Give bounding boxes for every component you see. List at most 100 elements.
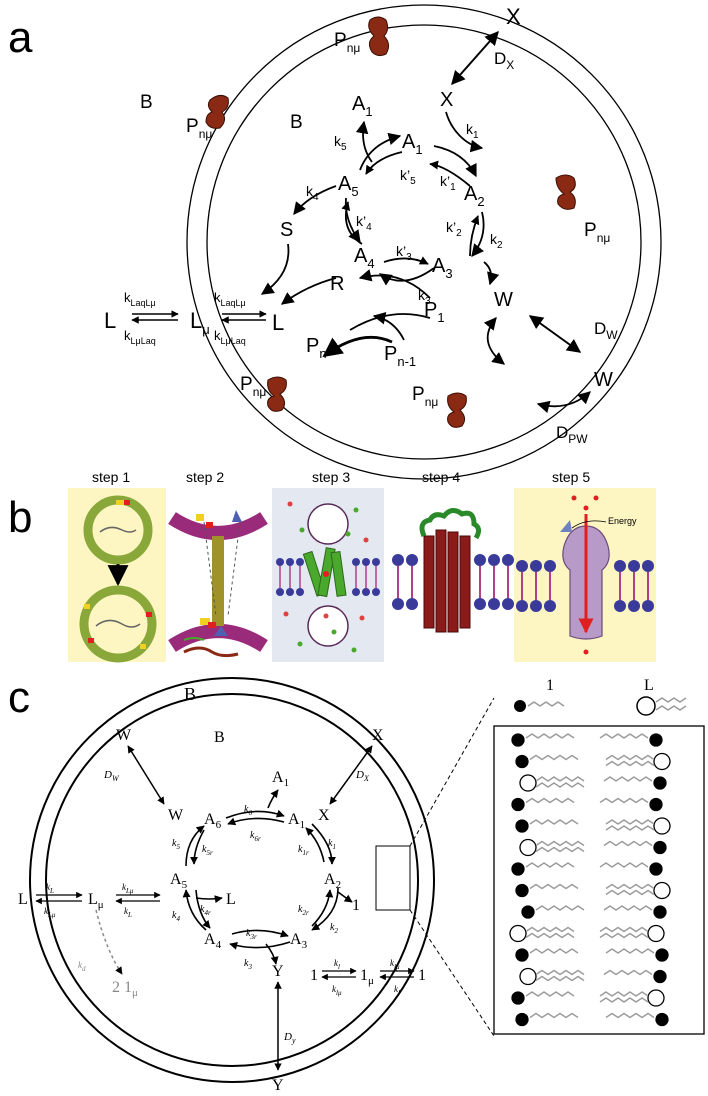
label-klmu-outer-c: klμ (390, 958, 400, 971)
label-k3-c: k3 (244, 958, 252, 971)
lipid-tail (605, 1012, 655, 1019)
label-A5: A5 (338, 173, 359, 199)
label-k-LaqLmu-outer: kLaqLμ (124, 290, 156, 308)
step-1-label: step 1 (92, 469, 130, 485)
lipid-tail (535, 776, 585, 782)
lipid-head (511, 733, 525, 747)
label-P1: P1 (424, 299, 445, 325)
panel-b: b step 1 step 2 step 3 step 4 step 5 (8, 469, 656, 663)
label-Pn-1: Pn-1 (384, 343, 416, 369)
label-L-inside: L (272, 310, 284, 335)
arrow-A6-to-A5-c (190, 829, 205, 865)
label-D-W-c: DW (103, 769, 120, 783)
arrow-A1-to-A5 (365, 151, 403, 175)
label-k2-c: k2 (330, 922, 338, 935)
panel-b-label: b (8, 493, 32, 542)
zoom-region-box (375, 845, 411, 911)
label-k2: k2 (490, 231, 503, 251)
legend-label-one: 1 (546, 677, 554, 694)
lipid-tail (535, 846, 585, 853)
lipid-tail (599, 932, 649, 939)
arrow-P1-to-R (358, 269, 431, 299)
arrow-X-diffusion-c (329, 745, 373, 805)
label-one-inner-c: 1 (310, 967, 318, 984)
label-P-left: Pnμ (186, 116, 212, 141)
zoomed-bilayer-box (493, 725, 705, 1035)
lipid-head (649, 797, 663, 812)
lipid-tail (525, 926, 575, 933)
label-k-LmuLaq-inner: kLμLaq (214, 328, 246, 346)
label-X-outside-c: X (372, 727, 384, 744)
label-k5-c: k5 (172, 838, 180, 851)
label-B-outside: B (140, 92, 153, 113)
label-A1-c: A1 (288, 811, 305, 831)
label-L-outside: L (104, 308, 116, 333)
lipid-head (519, 774, 537, 792)
label-k4r: k4r (200, 904, 211, 917)
lipid-tail (535, 969, 585, 976)
lipid-head (515, 754, 529, 769)
arrow-A2-to-A3 (471, 211, 485, 257)
arrow-A2-to-A3-c (311, 887, 339, 931)
arrow-A3-to-A4 (378, 267, 435, 286)
label-L-mu: Lμ (190, 308, 210, 337)
label-klmu-c: klμ (332, 984, 342, 997)
label-one-outside-c: 1 (418, 967, 426, 984)
step-4-illustration (392, 508, 514, 633)
lipid-tail (605, 889, 655, 896)
outer-membrane-circle-c (29, 677, 435, 1083)
label-k-LmuLaq-outer: kLμLaq (124, 328, 156, 346)
arrow-A4-to-A3-c (231, 929, 289, 938)
label-W-outside: W (594, 369, 613, 391)
lipid-head (653, 905, 667, 919)
label-k-LaqLmu-inner: kLaqLμ (214, 290, 246, 308)
label-k3-prime: k’3 (396, 243, 412, 263)
arrow-A3-to-A2 (469, 215, 480, 257)
label-P-top: Pnμ (334, 30, 360, 55)
arrow-A2-to-one-c (337, 891, 353, 903)
label-P-bottom-right: Pnμ (412, 384, 438, 409)
equilibrium-arrows-L-outer (131, 310, 179, 324)
inner-membrane-circle-c (45, 693, 419, 1067)
label-A2-c: A2 (324, 871, 341, 891)
label-kd-c: kd (78, 960, 86, 973)
arrow-X-to-A1 (445, 111, 484, 153)
label-D-X-c: DX (355, 769, 370, 783)
label-W-inside: W (494, 289, 513, 311)
lipid-tail (529, 1012, 579, 1019)
lipid-head (649, 862, 663, 876)
label-X-inside-c: X (318, 807, 330, 824)
label-D-X: DX (494, 49, 514, 72)
lipid-head (649, 733, 663, 747)
lipid-tail (529, 883, 579, 890)
label-D-y-c: Dy (283, 1031, 296, 1045)
lipid-head (515, 1012, 529, 1027)
panel-c-label: c (8, 673, 30, 722)
peptide-pore-right (555, 174, 576, 210)
label-k1-prime: k’1 (440, 173, 456, 193)
lipid-head (653, 752, 671, 771)
label-A1-product: A1 (352, 93, 373, 119)
arrow-S-to-L (260, 243, 290, 295)
arrow-A1-to-A2-c (311, 823, 336, 865)
zoom-line-top (409, 697, 495, 847)
label-kL-c: kL (46, 882, 54, 895)
label-A2: A2 (464, 183, 485, 209)
lipid-tail (529, 754, 579, 761)
zoom-line-bottom (409, 909, 495, 1037)
arrow-A4-to-A3 (383, 256, 429, 265)
label-kL-inner-c: kL (124, 906, 132, 919)
label-k4: k4 (306, 183, 319, 203)
arrow-to-Y-c (265, 943, 279, 965)
arrow-W-diffusion-c (127, 745, 165, 805)
arrow-A5-to-S (293, 185, 337, 215)
lipid-tail (603, 840, 653, 847)
label-A6-c: A6 (204, 811, 222, 831)
label-S: S (280, 219, 293, 241)
lipid-head (511, 797, 525, 812)
label-W-outside-c: W (116, 727, 132, 744)
rate-constants-L-c: kL kLμ kLμ kL kd (44, 882, 134, 973)
label-Y-outside-c: Y (272, 1077, 284, 1094)
lipid-head (515, 948, 529, 962)
